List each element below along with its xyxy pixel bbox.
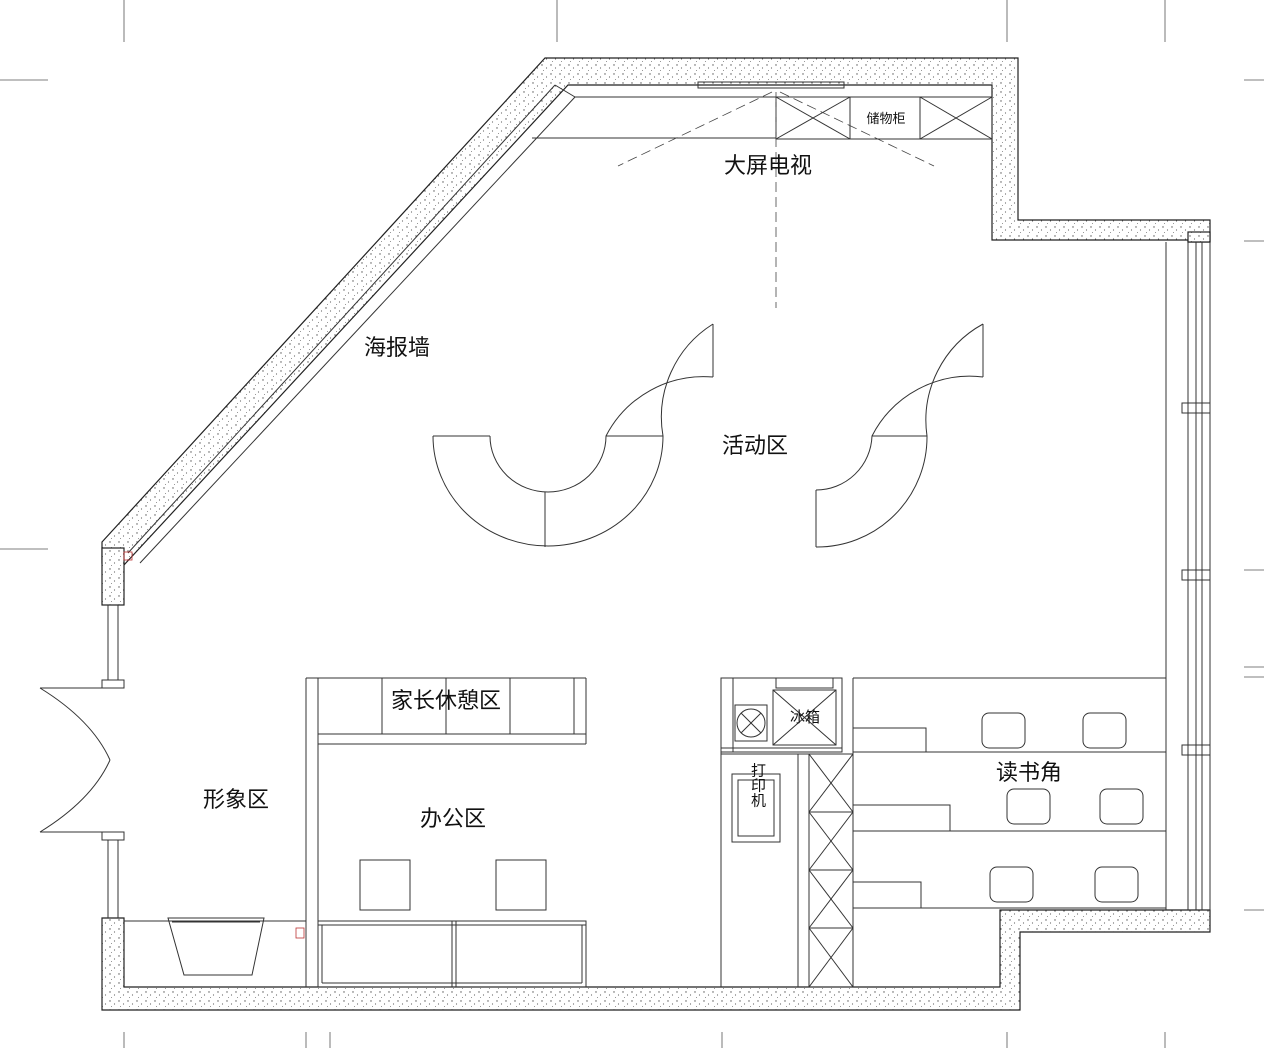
west-window bbox=[101, 605, 125, 918]
reception-desk bbox=[124, 917, 306, 976]
storage-cabinet: 储物柜 bbox=[849, 96, 993, 140]
printer-label: 打印机 bbox=[749, 763, 767, 809]
office-desks bbox=[317, 859, 587, 988]
bottom-wall bbox=[101, 909, 1211, 1011]
activity-area-label: 活动区 bbox=[722, 434, 788, 459]
lounge-bench bbox=[381, 678, 511, 734]
printer-unit bbox=[720, 678, 853, 987]
big-tv-label: 大屏电视 bbox=[724, 154, 812, 179]
curved-sofa-left bbox=[432, 323, 714, 547]
east-wall-cap bbox=[1187, 231, 1211, 243]
fridge-label: 冰箱 bbox=[790, 708, 820, 726]
curved-sofa-right bbox=[815, 323, 984, 548]
west-wall-upper bbox=[101, 547, 125, 606]
office-area-label: 办公区 bbox=[420, 807, 486, 832]
poster-wall-label: 海报墙 bbox=[364, 336, 430, 361]
storage-cabinet-label: 储物柜 bbox=[866, 112, 905, 127]
east-window bbox=[1165, 242, 1211, 910]
reading-corner-label: 读书角 bbox=[996, 761, 1062, 786]
tall-cabinet bbox=[808, 753, 854, 988]
exterior-walls bbox=[101, 57, 1211, 1011]
reading-corner bbox=[852, 677, 1166, 909]
parent-lounge-label: 家长休憩区 bbox=[391, 689, 501, 714]
outlet-icon bbox=[295, 927, 305, 939]
fridge-unit bbox=[720, 677, 854, 987]
image-area-label: 形象区 bbox=[203, 788, 269, 813]
socket-icon bbox=[123, 551, 133, 561]
diagonal-wall bbox=[101, 57, 1211, 567]
entrance-door[interactable] bbox=[39, 687, 111, 833]
